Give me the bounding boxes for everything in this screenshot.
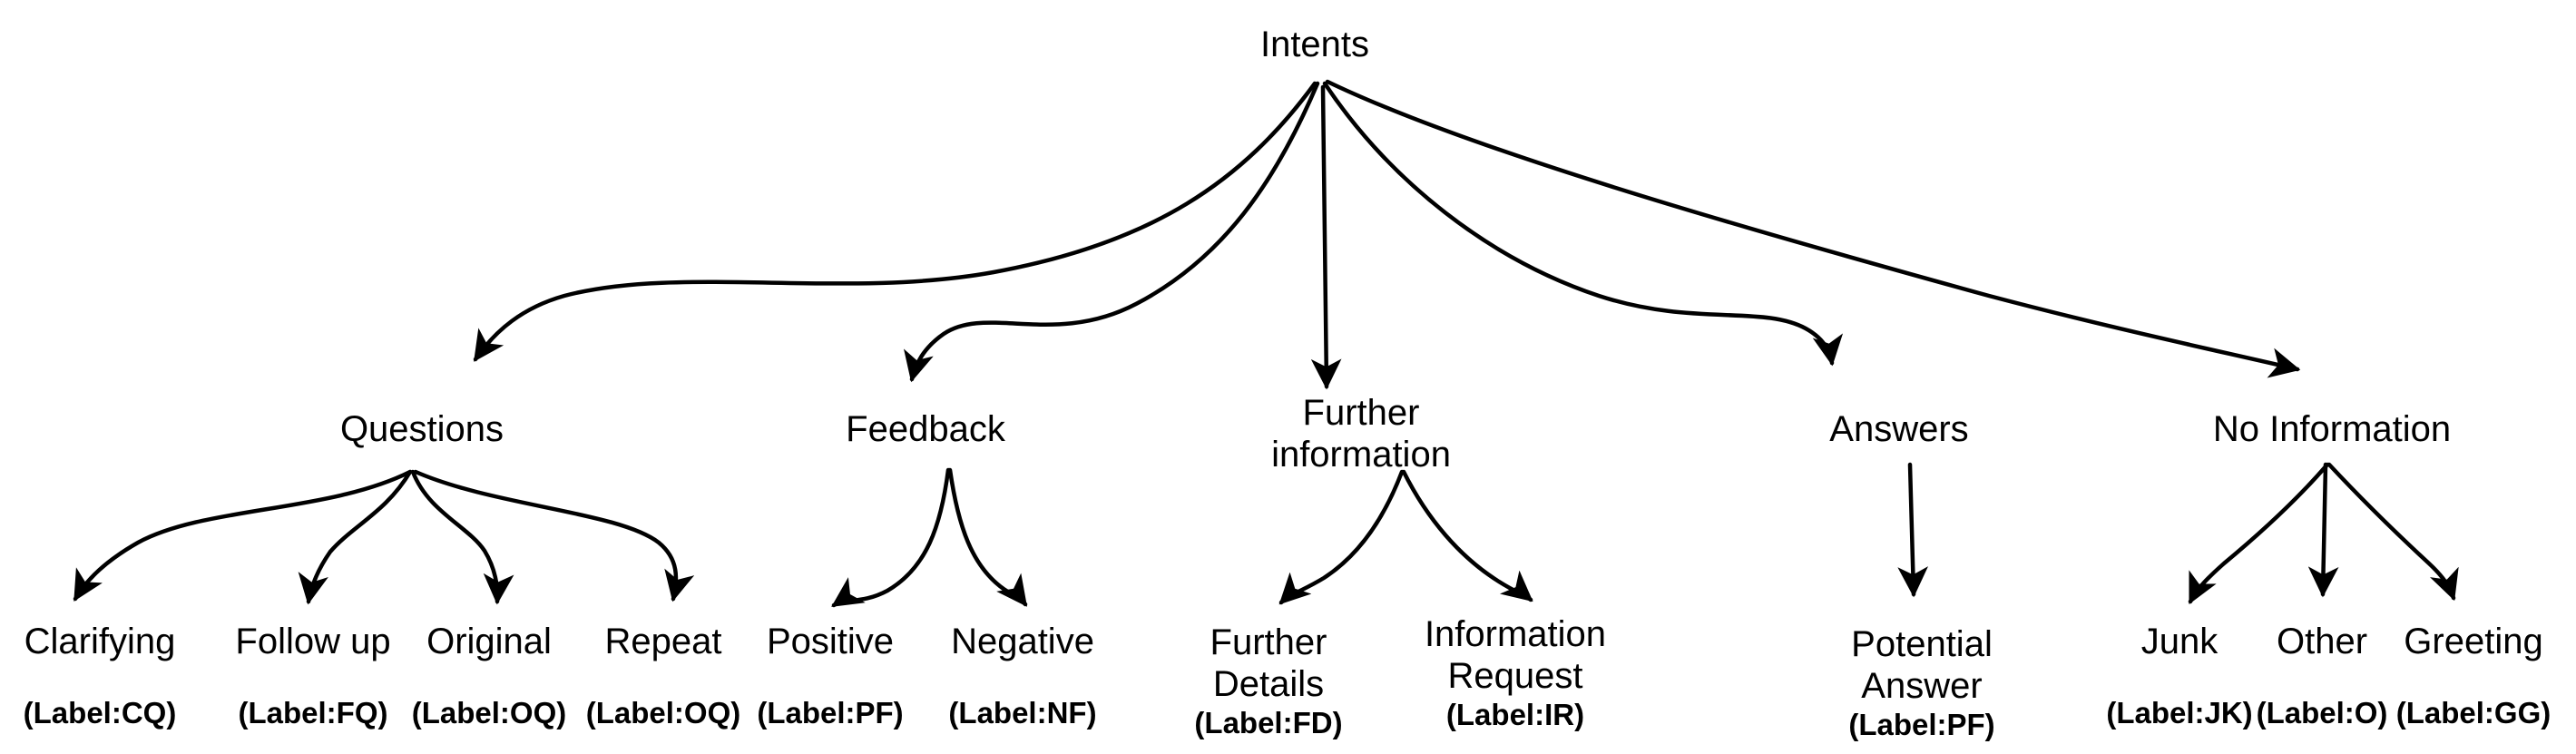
leaf-name-junk: Junk [2140,622,2218,661]
leaf-name-original: Original [426,622,552,661]
edge-questions-original [410,469,514,605]
branch-node-answers: Answers [1829,409,1969,449]
leaf-label-junk: (Label:JK) [2106,696,2253,730]
leaf-label-positive: (Label:PF) [757,696,904,730]
leaf-label-further-details: (Label:FD) [1194,706,1343,739]
edge-feedback-negative [947,467,1028,607]
root-node-intents: Intents [1259,24,1370,64]
branch-node-questions: Questions [339,409,504,449]
leaf-label-repeat: (Label:OQ) [585,696,741,730]
leaf-node-other: Other (Label:O) [2257,621,2388,731]
leaf-name-follow-up: Follow up [235,622,391,661]
leaf-node-clarifying: Clarifying (Label:CQ) [24,621,177,731]
leaf-label-information-request: (Label:IR) [1445,698,1585,731]
edge-no-information-junk [2188,462,2330,605]
leaf-node-original: Original (Label:OQ) [412,621,567,731]
branch-node-feedback: Feedback [846,409,1005,449]
edge-intents-feedback [904,81,1320,383]
edge-no-information-other [2307,462,2339,598]
leaf-node-potential-answer: Potential Answer (Label:PF) [1848,623,1994,743]
leaf-label-original: (Label:OQ) [411,696,567,730]
edge-further-information-further-details [1278,469,1405,605]
leaf-node-negative: Negative (Label:NF) [948,621,1096,731]
edge-no-information-greeting [2326,462,2459,602]
leaf-node-junk: Junk (Label:JK) [2106,621,2252,731]
leaf-name-greeting: Greeting [2404,622,2543,661]
leaf-label-follow-up: (Label:FQ) [238,696,388,730]
leaf-node-information-request: Information Request (Label:IR) [1425,613,1606,733]
leaf-node-further-details: Further Details (Label:FD) [1194,622,1342,741]
leaf-node-greeting: Greeting (Label:GG) [2396,621,2552,731]
edge-further-information-information-request [1401,469,1533,602]
leaf-name-information-request: Information Request [1424,614,1607,696]
edge-questions-clarifying [73,469,413,602]
leaf-label-other: (Label:O) [2256,696,2388,730]
leaf-name-other: Other [2276,622,2368,661]
edge-intents-answers [1322,81,1844,367]
edge-feedback-positive [831,467,951,608]
leaf-node-follow-up: Follow up (Label:FQ) [235,621,390,731]
leaf-label-greeting: (Label:GG) [2395,696,2552,730]
edge-questions-repeat [413,469,695,602]
edge-intents-further-information [1310,84,1342,390]
leaf-name-positive: Positive [766,622,895,661]
leaf-name-potential-answer: Potential Answer [1851,624,1993,706]
edge-questions-follow-up [298,469,413,605]
edge-intents-no-information [1325,79,2301,378]
leaf-name-repeat: Repeat [604,622,722,661]
leaf-label-clarifying: (Label:CQ) [23,696,177,730]
leaf-label-negative: (Label:NF) [948,696,1097,730]
leaf-node-repeat: Repeat (Label:OQ) [586,621,741,731]
leaf-name-negative: Negative [951,622,1094,661]
branch-node-further-information: Further information [1271,393,1451,475]
edge-answers-potential-answer [1897,462,1929,598]
branch-node-no-information: No Information [2212,409,2452,449]
leaf-name-further-details: Further Details [1210,622,1327,704]
leaf-name-clarifying: Clarifying [24,622,176,661]
leaf-label-potential-answer: (Label:PF) [1848,708,1995,741]
leaf-node-positive: Positive (Label:PF) [757,621,903,731]
edge-intents-questions [473,81,1317,362]
